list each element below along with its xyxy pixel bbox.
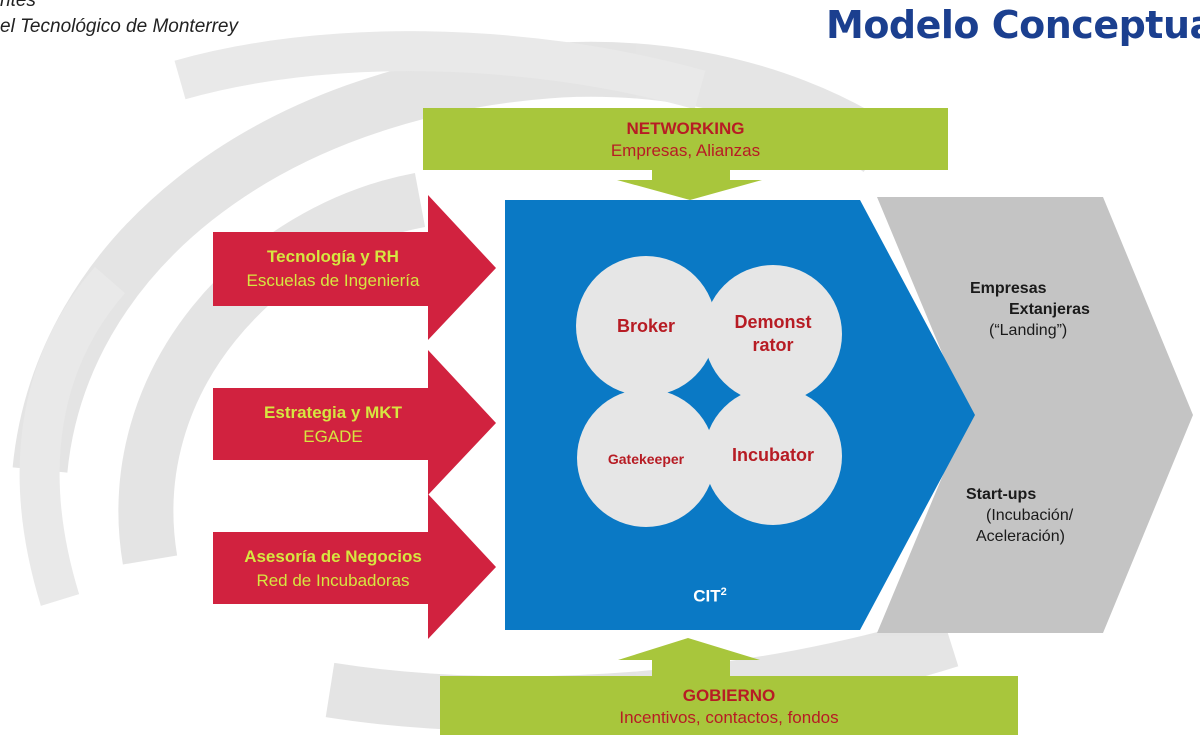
networking-box <box>423 108 948 170</box>
gatekeeper-label: Gatekeeper <box>607 451 685 467</box>
gobierno-subtitle: Incentivos, contactos, fondos <box>619 708 839 727</box>
output-startups-line2: (Incubación/ <box>986 507 1074 524</box>
output-empresas-line1: Empresas <box>970 280 1047 297</box>
input-arrow-estrategia <box>213 350 496 495</box>
input-subtitle-asesoria: Red de Incubadoras <box>256 571 410 590</box>
input-arrow-asesoria <box>213 494 496 639</box>
input-subtitle-tecnologia: Escuelas de Ingeniería <box>246 271 420 290</box>
demonstrator-label: Demonst rator <box>704 311 842 357</box>
incubator-label: Incubator <box>731 445 814 465</box>
incubator-circle <box>704 387 842 525</box>
cit-label-sup: 2 <box>720 586 727 598</box>
networking-label: NETWORKING Empresas, Alianzas <box>423 118 948 162</box>
broker-circle <box>576 256 716 396</box>
output-startups-label: Start-ups (Incubación/ Aceleración) <box>966 484 1166 547</box>
output-startups-line1: Start-ups <box>966 486 1037 503</box>
page-title: Modelo Conceptua <box>826 3 1200 47</box>
networking-subtitle: Empresas, Alianzas <box>610 141 761 160</box>
input-title-asesoria: Asesoría de Negocios <box>244 547 422 566</box>
networking-title: NETWORKING <box>626 119 745 138</box>
input-arrow-tecnologia <box>213 195 496 340</box>
gobierno-label: GOBIERNO Incentivos, contactos, fondos <box>440 685 1018 729</box>
gatekeeper-circle <box>577 389 715 527</box>
demonstrator-circle <box>704 265 842 403</box>
input-title-tecnologia: Tecnología y RH <box>267 247 399 266</box>
gobierno-title: GOBIERNO <box>682 686 776 705</box>
output-chevron <box>877 197 1193 633</box>
input-label-tecnologia: Tecnología y RH Escuelas de Ingeniería <box>213 245 453 293</box>
cit-label-text: CIT <box>693 586 721 606</box>
input-label-asesoria: Asesoría de Negocios Red de Incubadoras <box>213 545 453 593</box>
output-empresas-label: Empresas Extanjeras (“Landing”) <box>970 278 1170 341</box>
header-subtitle-top: ntes <box>0 0 36 11</box>
header-subtitle: el Tecnológico de Monterrey <box>0 16 238 37</box>
gobierno-box <box>440 676 1018 735</box>
demonstrator-label-line1: Demonst <box>734 312 812 332</box>
input-label-estrategia: Estrategia y MKT EGADE <box>213 401 453 449</box>
input-subtitle-estrategia: EGADE <box>303 427 363 446</box>
broker-label: Broker <box>616 316 676 336</box>
output-empresas-line3: (“Landing”) <box>989 322 1068 339</box>
demonstrator-label-line2: rator <box>752 335 794 355</box>
output-empresas-line2: Extanjeras <box>1009 301 1090 318</box>
input-title-estrategia: Estrategia y MKT <box>264 403 402 422</box>
cit-label: CIT2 <box>670 586 750 607</box>
output-startups-line3: Aceleración) <box>976 528 1065 545</box>
